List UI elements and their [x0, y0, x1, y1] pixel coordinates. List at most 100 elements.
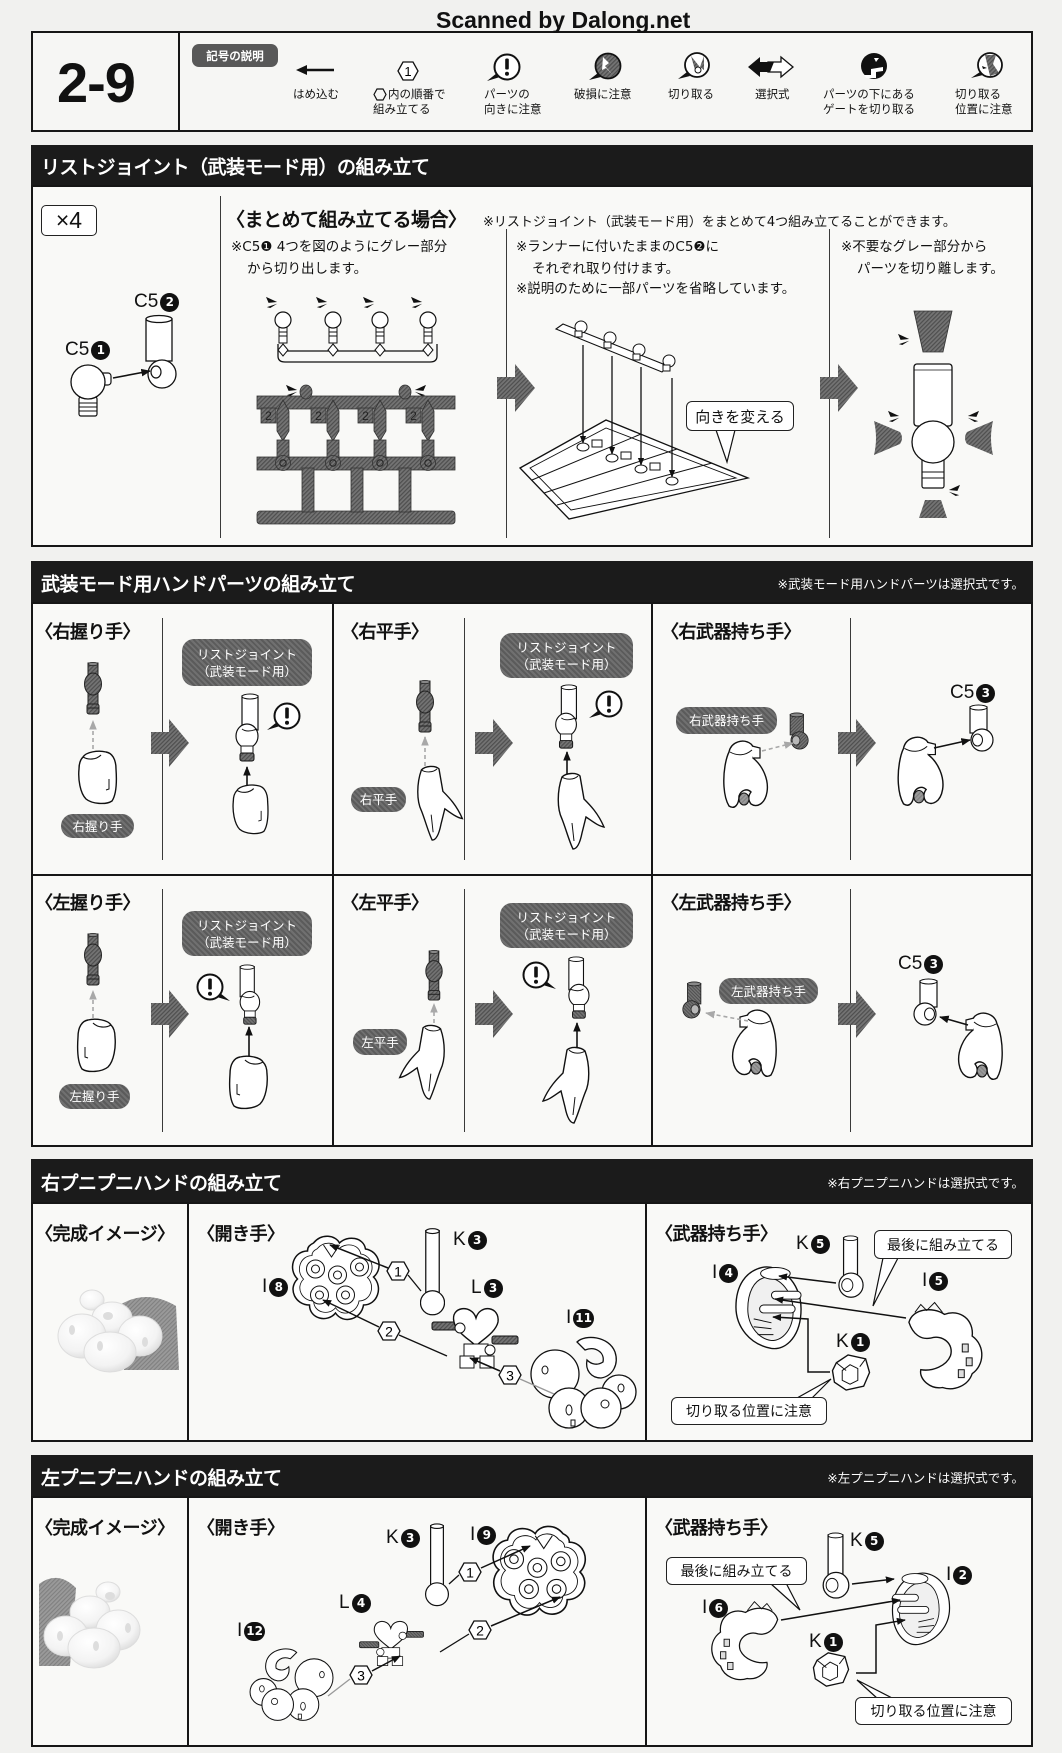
- batch-note: ※リストジョイント（武装モード用）をまとめて4つ組み立てることができます。: [483, 215, 956, 230]
- part-number-badge: 9: [477, 1525, 497, 1545]
- hand-label-right-flat: 右平手: [351, 787, 406, 812]
- step2-text: それぞれ取り付けます。: [532, 261, 680, 277]
- part-code: I: [262, 1276, 268, 1297]
- right-puni-col-divider-2: [645, 1202, 647, 1442]
- wrist-joint-divider-step2: [506, 229, 507, 538]
- wrist-joint-label-line1: リストジョイント: [196, 646, 297, 662]
- assemble-last-callout: 最後に組み立てる: [874, 1230, 1012, 1259]
- hand-label-left-fist: 左握り手: [59, 1084, 130, 1109]
- part-code: K: [836, 1331, 849, 1352]
- batch-heading: 〈まとめて組み立てる場合〉: [226, 209, 467, 231]
- part-label-i8: I 8: [262, 1276, 289, 1298]
- part-number-badge: 2: [953, 1565, 973, 1585]
- cut-position-callout: 切り取る位置に注意: [855, 1697, 1012, 1725]
- legend-label-cut-position: 切り取る: [955, 87, 1001, 101]
- wrist-joint-label: リストジョイント （武装モード用）: [182, 639, 312, 686]
- part-label-i5: I 5: [922, 1270, 949, 1292]
- part-label-i6: I 6: [702, 1597, 729, 1619]
- part-number-badge: 6: [709, 1598, 729, 1618]
- cell-divider: [162, 889, 163, 1132]
- legend-label-orientation: 向きに注意: [484, 102, 542, 116]
- part-label-k1: K 1: [809, 1631, 843, 1653]
- right-puni-col-divider-1: [187, 1202, 189, 1442]
- cell-divider: [850, 889, 851, 1132]
- part-number-badge: 1: [91, 340, 111, 360]
- step1-text: から切り出します。: [247, 261, 368, 277]
- cell-divider: [162, 618, 163, 860]
- part-code: I: [470, 1524, 476, 1545]
- part-number-badge: 12: [244, 1621, 265, 1641]
- wrist-joint-divider-left: [220, 196, 221, 538]
- left-puni-col-divider-1: [187, 1496, 189, 1747]
- part-code: I: [566, 1307, 572, 1328]
- right-puni-title: 右プニプニハンドの組み立て: [41, 1172, 282, 1194]
- legend-title: 記号の説明: [192, 44, 278, 67]
- wrist-joint-label-line1: リストジョイント: [516, 639, 617, 655]
- part-number-badge: 1: [850, 1332, 870, 1352]
- cell-heading-left-weapon: 〈左武器持ち手〉: [661, 893, 802, 914]
- part-number-badge: 4: [719, 1263, 739, 1283]
- cell-divider: [850, 618, 851, 860]
- wrist-joint-divider-step3: [829, 229, 830, 538]
- cell-heading-right-weapon: 〈右武器持ち手〉: [661, 622, 802, 643]
- part-label-k5: K 5: [796, 1233, 830, 1255]
- hand-parts-note: ※武装モード用ハンドパーツは選択式です。: [777, 576, 1024, 591]
- cell-heading-right-fist: 〈右握り手〉: [35, 622, 141, 643]
- part-code: I: [702, 1597, 708, 1618]
- part-code: I: [712, 1262, 718, 1283]
- step2-text: ※ランナーに付いたままのC5❷に: [516, 239, 720, 255]
- part-label-l3: L 3: [471, 1277, 503, 1299]
- wrist-joint-title-bar: リストジョイント（武装モード用）の組み立て: [31, 145, 1033, 187]
- legend-label-gate: ゲートを切り取る: [823, 102, 915, 116]
- part-code: K: [850, 1530, 863, 1551]
- part-code: K: [386, 1527, 399, 1548]
- weapon-hand-heading: 〈武器持ち手〉: [655, 1518, 778, 1539]
- part-code: C5: [898, 953, 923, 974]
- cell-divider: [464, 889, 465, 1132]
- open-hand-heading: 〈開き手〉: [197, 1224, 285, 1245]
- weapon-hand-heading: 〈武器持ち手〉: [655, 1224, 778, 1245]
- part-code: L: [471, 1277, 482, 1298]
- legend-label-gate: パーツの下にある: [823, 87, 915, 101]
- part-code: I: [237, 1620, 243, 1641]
- left-puni-col-divider-2: [645, 1496, 647, 1747]
- hand-parts-col-divider-2: [651, 602, 653, 1147]
- step3-text: パーツを切り離します。: [857, 261, 1004, 277]
- hand-parts-title: 武装モード用ハンドパーツの組み立て: [41, 573, 356, 595]
- part-code: I: [946, 1564, 952, 1585]
- hand-parts-col-divider-1: [332, 602, 334, 1147]
- legend-label-cut-off: 切り取る: [668, 87, 714, 101]
- legend-label-press-in: はめ込む: [293, 87, 339, 101]
- wrist-joint-label-line2: （武装モード用）: [196, 934, 297, 950]
- left-puni-note: ※左プニプニハンドは選択式です。: [827, 1470, 1024, 1485]
- assemble-last-callout: 最後に組み立てる: [666, 1557, 807, 1585]
- cut-position-callout: 切り取る位置に注意: [671, 1397, 827, 1425]
- part-number-badge: 3: [976, 683, 996, 703]
- open-hand-heading: 〈開き手〉: [197, 1518, 285, 1539]
- part-label-i11: I 11: [566, 1307, 594, 1329]
- part-number-badge: 3: [924, 954, 944, 974]
- step-header-divider: [178, 31, 180, 132]
- part-code: C5: [134, 291, 159, 312]
- part-number-badge: 5: [810, 1234, 830, 1254]
- part-code: I: [922, 1270, 928, 1291]
- part-label-c5-3: C5 3: [950, 682, 996, 704]
- part-label-l4: L 4: [339, 1592, 371, 1614]
- part-code: K: [809, 1631, 822, 1652]
- cell-heading-left-flat: 〈左平手〉: [341, 893, 429, 914]
- wrist-joint-label-line1: リストジョイント: [196, 917, 297, 933]
- part-label-c5-3: C5 3: [898, 953, 944, 975]
- legend-label-breakage: 破損に注意: [574, 87, 632, 101]
- part-label-k5: K 5: [850, 1530, 884, 1552]
- part-number-badge: 3: [467, 1230, 487, 1250]
- hand-parts-title-bar: 武装モード用ハンドパーツの組み立て ※武装モード用ハンドパーツは選択式です。: [31, 561, 1033, 604]
- wrist-joint-label-line2: （武装モード用）: [516, 656, 617, 672]
- hand-label-left-flat: 左平手: [353, 1029, 407, 1055]
- wrist-joint-label: リストジョイント （武装モード用）: [500, 633, 633, 678]
- hand-parts-row-divider: [31, 874, 1033, 876]
- wrist-joint-label: リストジョイント （武装モード用）: [500, 903, 633, 948]
- wrist-joint-label-line1: リストジョイント: [516, 909, 617, 925]
- step-number: 2-9: [57, 51, 136, 114]
- part-label-k1: K 1: [836, 1331, 870, 1353]
- part-code: K: [796, 1233, 809, 1254]
